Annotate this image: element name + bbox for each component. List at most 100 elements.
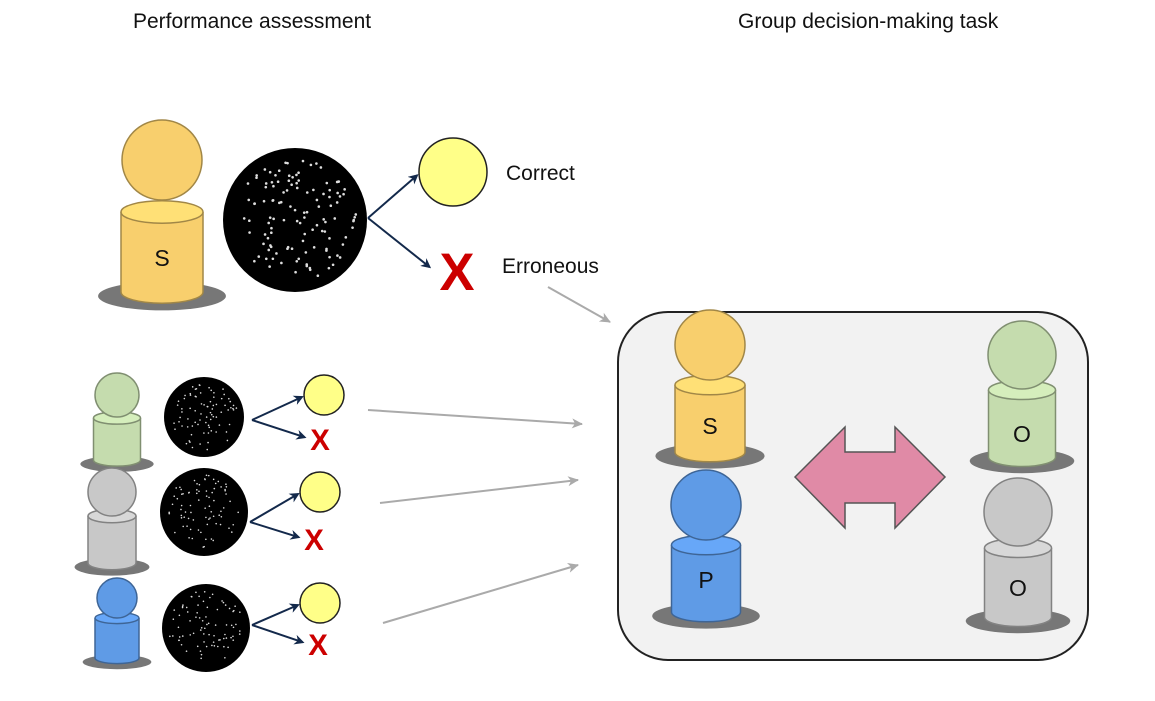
stimulus-dot xyxy=(324,220,327,224)
stimulus-dot xyxy=(177,400,180,403)
stimulus-dot xyxy=(211,491,213,494)
stimulus-dot xyxy=(312,246,316,249)
stimulus-dot xyxy=(185,650,188,652)
stimulus-dot xyxy=(262,242,265,246)
stimulus-dot xyxy=(341,243,345,246)
outcome-other-green: X xyxy=(251,374,345,457)
pawn-head xyxy=(983,477,1053,547)
stimulus-dot xyxy=(208,496,210,499)
stimulus-dot xyxy=(263,233,267,236)
stimulus-disk xyxy=(160,468,248,556)
stimulus-dot xyxy=(199,650,202,652)
stimulus-dot xyxy=(173,422,175,424)
stimulus-dot xyxy=(275,252,278,255)
stimulus-dot xyxy=(215,522,217,525)
stimulus-dot xyxy=(270,231,273,235)
stimulus-dot xyxy=(351,226,354,229)
stimulus-dot xyxy=(285,189,289,192)
stimulus-dot xyxy=(191,386,194,388)
stimulus-dot xyxy=(295,219,299,223)
group-pawn-partner xyxy=(652,469,760,629)
arrow-to-correct xyxy=(251,603,300,626)
stimulus-dot xyxy=(189,407,191,410)
pawn-head xyxy=(94,372,140,418)
stimulus-dot xyxy=(336,191,339,195)
arrow-to-error xyxy=(251,419,307,440)
stimulus-dot xyxy=(327,266,331,270)
error-x-icon: X xyxy=(304,524,324,557)
stimulus-dot xyxy=(178,614,181,617)
stimulus-dot xyxy=(220,411,223,413)
stimulus-dot xyxy=(225,483,227,485)
stimulus-dot xyxy=(295,181,298,185)
pawn-body xyxy=(674,385,746,463)
stimulus-dot xyxy=(203,590,206,593)
stimulus-dot xyxy=(202,600,205,603)
error-x-icon: X xyxy=(308,629,328,662)
stimulus-dot xyxy=(206,448,209,451)
stimulus-dot xyxy=(198,384,201,386)
stimulus-dot xyxy=(225,624,228,626)
stimulus-dot xyxy=(209,596,211,599)
pawn-head xyxy=(987,320,1057,390)
flow-arrow xyxy=(367,409,583,429)
pawn-other-gray xyxy=(74,467,150,576)
stimulus-dot xyxy=(237,511,239,514)
stimulus-dot xyxy=(178,636,181,638)
stimulus-dot xyxy=(189,441,191,443)
pawn-self xyxy=(98,119,226,311)
stimulus-dot xyxy=(205,490,208,492)
stimulus-dot xyxy=(224,488,226,491)
stimulus-dot xyxy=(213,499,215,502)
flow-arrow xyxy=(547,286,611,323)
stimulus-dot xyxy=(196,645,199,648)
label-correct: Correct xyxy=(506,162,575,185)
stimulus-dot xyxy=(331,263,335,267)
stimulus-dot xyxy=(174,428,176,430)
stimulus-dot xyxy=(290,183,293,187)
stimulus-dot xyxy=(255,174,258,177)
stimulus-dot xyxy=(197,604,199,606)
stimulus-dot xyxy=(247,198,251,202)
stimulus-dot xyxy=(325,181,329,185)
stimulus-dot xyxy=(264,185,268,189)
stimulus-dot xyxy=(168,511,170,514)
stimulus-dot xyxy=(188,536,190,539)
stimulus-dot xyxy=(173,609,176,611)
stimulus-dot xyxy=(193,479,196,482)
stimulus-dot xyxy=(208,505,211,508)
stimulus-dot xyxy=(315,198,319,202)
error-x-icon: X xyxy=(310,424,330,457)
stimulus-dot xyxy=(305,191,309,194)
stimulus-dot xyxy=(187,418,189,420)
stimulus-dot xyxy=(180,514,183,517)
stimulus-dot xyxy=(217,480,220,483)
stimulus-dot xyxy=(209,400,212,403)
stimulus-dot xyxy=(297,257,301,261)
arrow-to-correct xyxy=(249,492,300,523)
stimulus-dot xyxy=(266,236,270,240)
correct-circle xyxy=(299,471,341,513)
stimulus-dot xyxy=(203,404,205,406)
stimulus-dot xyxy=(191,537,194,540)
stimulus-dot xyxy=(200,403,203,405)
stimulus-dot xyxy=(225,637,228,639)
stimulus-dot xyxy=(203,633,205,635)
stimulus-dot xyxy=(232,409,235,411)
title-group-decision-task: Group decision-making task xyxy=(738,10,999,33)
stimulus-dot xyxy=(227,646,229,649)
error-x-icon: X xyxy=(439,243,474,302)
stimulus-dot xyxy=(196,492,198,495)
exchange-double-arrow xyxy=(793,425,947,530)
group-pawn-label-other-gray: O xyxy=(1009,575,1027,601)
stimulus-dot xyxy=(229,400,232,403)
stimulus-dot xyxy=(255,176,258,180)
stimulus-dot xyxy=(207,432,210,434)
stimulus-dot xyxy=(214,624,217,626)
stimulus-dot xyxy=(207,474,210,477)
stimulus-dot xyxy=(352,219,355,223)
stimulus-dot xyxy=(186,525,188,527)
flow-arrow xyxy=(382,563,579,624)
stimulus-dot xyxy=(224,657,226,659)
stimulus-dot xyxy=(257,255,261,258)
